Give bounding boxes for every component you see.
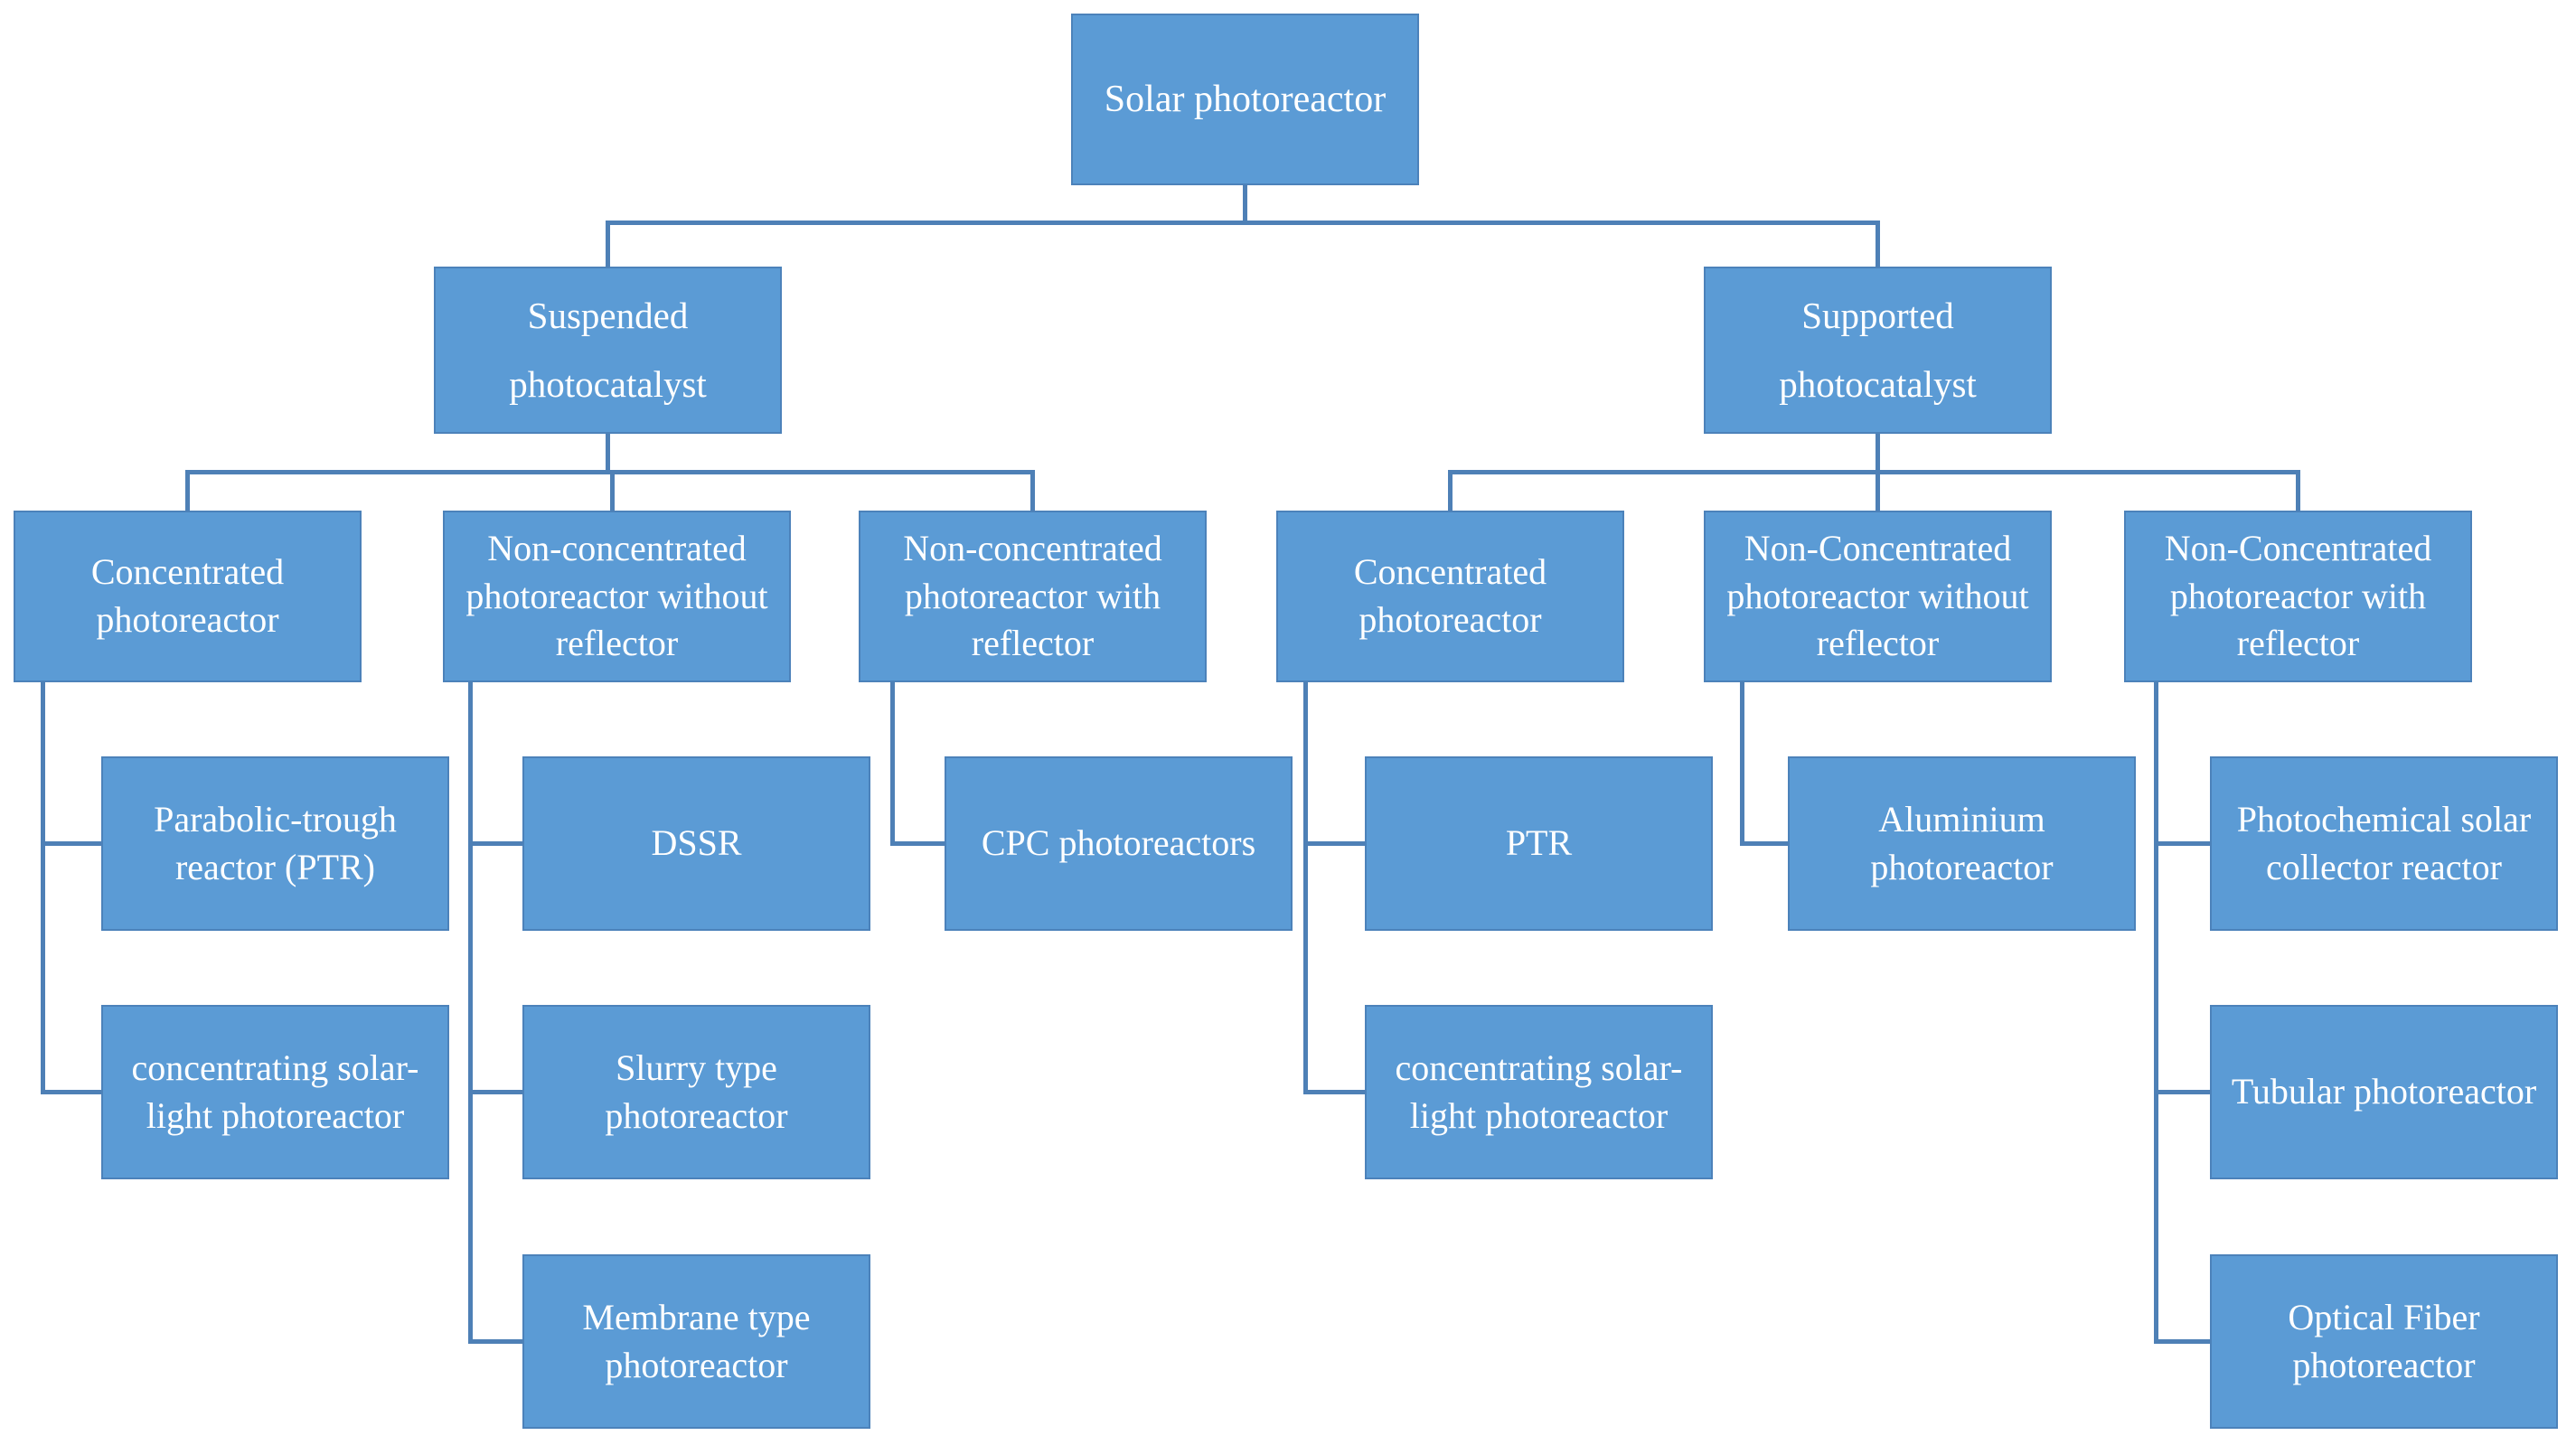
node-parabolic-trough-reactor: Parabolic-trough reactor (PTR) [101, 756, 449, 931]
node-label: Concentrated photoreactor [1353, 551, 1547, 640]
node-label: Tubular photoreactor [2231, 1071, 2537, 1112]
node-concentrating-solar-light-photoreactor-right: concentrating solar-light photoreactor [1365, 1005, 1713, 1179]
node-label: DSSR [651, 822, 742, 864]
connector-col3-stub-cpc [890, 841, 945, 846]
node-label: CPC photoreactors [981, 822, 1256, 864]
node-aluminium-photoreactor: Aluminium photoreactor [1788, 756, 2136, 931]
node-label: concentrating solar-light photoreactor [131, 1046, 419, 1136]
connector-col3-spine [890, 682, 895, 846]
connector-col4-stub-concentrating [1303, 1090, 1365, 1094]
connector-supported-stem [1876, 434, 1880, 474]
connector-col4-spine [1303, 682, 1308, 1094]
connector-col6-stub-optical [2154, 1339, 2210, 1344]
node-label: Photochemical solar collector reactor [2236, 798, 2532, 887]
connector-root-rail [606, 221, 1880, 225]
node-label: Suspended photocatalyst [509, 294, 707, 405]
node-label: Membrane type photoreactor [582, 1296, 811, 1385]
connector-col2-spine [468, 682, 473, 1344]
connector-col1-spine [41, 682, 45, 1094]
node-membrane-type-photoreactor: Membrane type photoreactor [522, 1254, 870, 1429]
connector-root-stem [1243, 185, 1247, 225]
connector-col2-stub-membrane [468, 1339, 522, 1344]
node-label: Non-concentrated photoreactor without re… [465, 527, 768, 664]
node-optical-fiber-photoreactor: Optical Fiber photoreactor [2210, 1254, 2558, 1429]
node-label: Aluminium photoreactor [1870, 798, 2054, 887]
node-ptr: PTR [1365, 756, 1713, 931]
node-label: Supported photocatalyst [1779, 294, 1977, 405]
connector-right-rail [1448, 470, 2300, 474]
node-slurry-type-photoreactor: Slurry type photoreactor [522, 1005, 870, 1179]
connector-col4-stub-ptr [1303, 841, 1365, 846]
connector-col5-spine [1740, 682, 1744, 846]
node-label: Concentrated photoreactor [90, 551, 285, 640]
node-non-concentrated-without-reflector-left: Non-concentrated photoreactor without re… [443, 511, 791, 682]
node-concentrated-photoreactor-right: Concentrated photoreactor [1276, 511, 1624, 682]
node-label: Non-concentrated photoreactor with refle… [903, 527, 1162, 664]
connector-drop-nonconc-without-left [610, 470, 615, 511]
connector-drop-concentrated-left [185, 470, 190, 511]
node-concentrated-photoreactor-left: Concentrated photoreactor [14, 511, 362, 682]
node-solar-photoreactor: Solar photoreactor [1071, 14, 1419, 185]
connector-col1-stub-concentrating [41, 1090, 101, 1094]
node-label: Non-Concentrated photoreactor without re… [1726, 527, 2029, 664]
connector-col6-spine [2154, 682, 2158, 1344]
node-tubular-photoreactor: Tubular photoreactor [2210, 1005, 2558, 1179]
connector-drop-suspended [606, 221, 610, 267]
connector-col2-stub-dssr [468, 841, 522, 846]
node-supported-photocatalyst: Supported photocatalyst [1704, 267, 2052, 434]
node-non-concentrated-with-reflector-right: Non-Concentrated photoreactor with refle… [2124, 511, 2472, 682]
connector-drop-nonconc-with-left [1030, 470, 1035, 511]
node-label: concentrating solar-light photoreactor [1395, 1046, 1683, 1136]
connector-col1-stub-parabolic [41, 841, 101, 846]
node-non-concentrated-with-reflector-left: Non-concentrated photoreactor with refle… [859, 511, 1207, 682]
node-label: Solar photoreactor [1104, 78, 1387, 120]
node-label: Parabolic-trough reactor (PTR) [154, 798, 397, 887]
connector-suspended-stem [606, 434, 610, 474]
connector-drop-nonconc-with-right [2296, 470, 2300, 511]
node-cpc-photoreactors: CPC photoreactors [945, 756, 1293, 931]
node-non-concentrated-without-reflector-right: Non-Concentrated photoreactor without re… [1704, 511, 2052, 682]
node-label: Non-Concentrated photoreactor with refle… [2164, 527, 2432, 664]
connector-drop-concentrated-right [1448, 470, 1453, 511]
connector-drop-nonconc-without-right [1876, 470, 1880, 511]
connector-col6-stub-tubular [2154, 1090, 2210, 1094]
node-label: PTR [1505, 822, 1573, 864]
node-label: Slurry type photoreactor [605, 1046, 788, 1136]
connector-col2-stub-slurry [468, 1090, 522, 1094]
connector-col6-stub-photochemical [2154, 841, 2210, 846]
node-photochemical-solar-collector-reactor: Photochemical solar collector reactor [2210, 756, 2558, 931]
connector-drop-supported [1876, 221, 1880, 267]
connector-col5-stub-aluminium [1740, 841, 1788, 846]
node-dssr: DSSR [522, 756, 870, 931]
node-suspended-photocatalyst: Suspended photocatalyst [434, 267, 782, 434]
node-concentrating-solar-light-photoreactor-left: concentrating solar-light photoreactor [101, 1005, 449, 1179]
node-label: Optical Fiber photoreactor [2288, 1296, 2480, 1385]
